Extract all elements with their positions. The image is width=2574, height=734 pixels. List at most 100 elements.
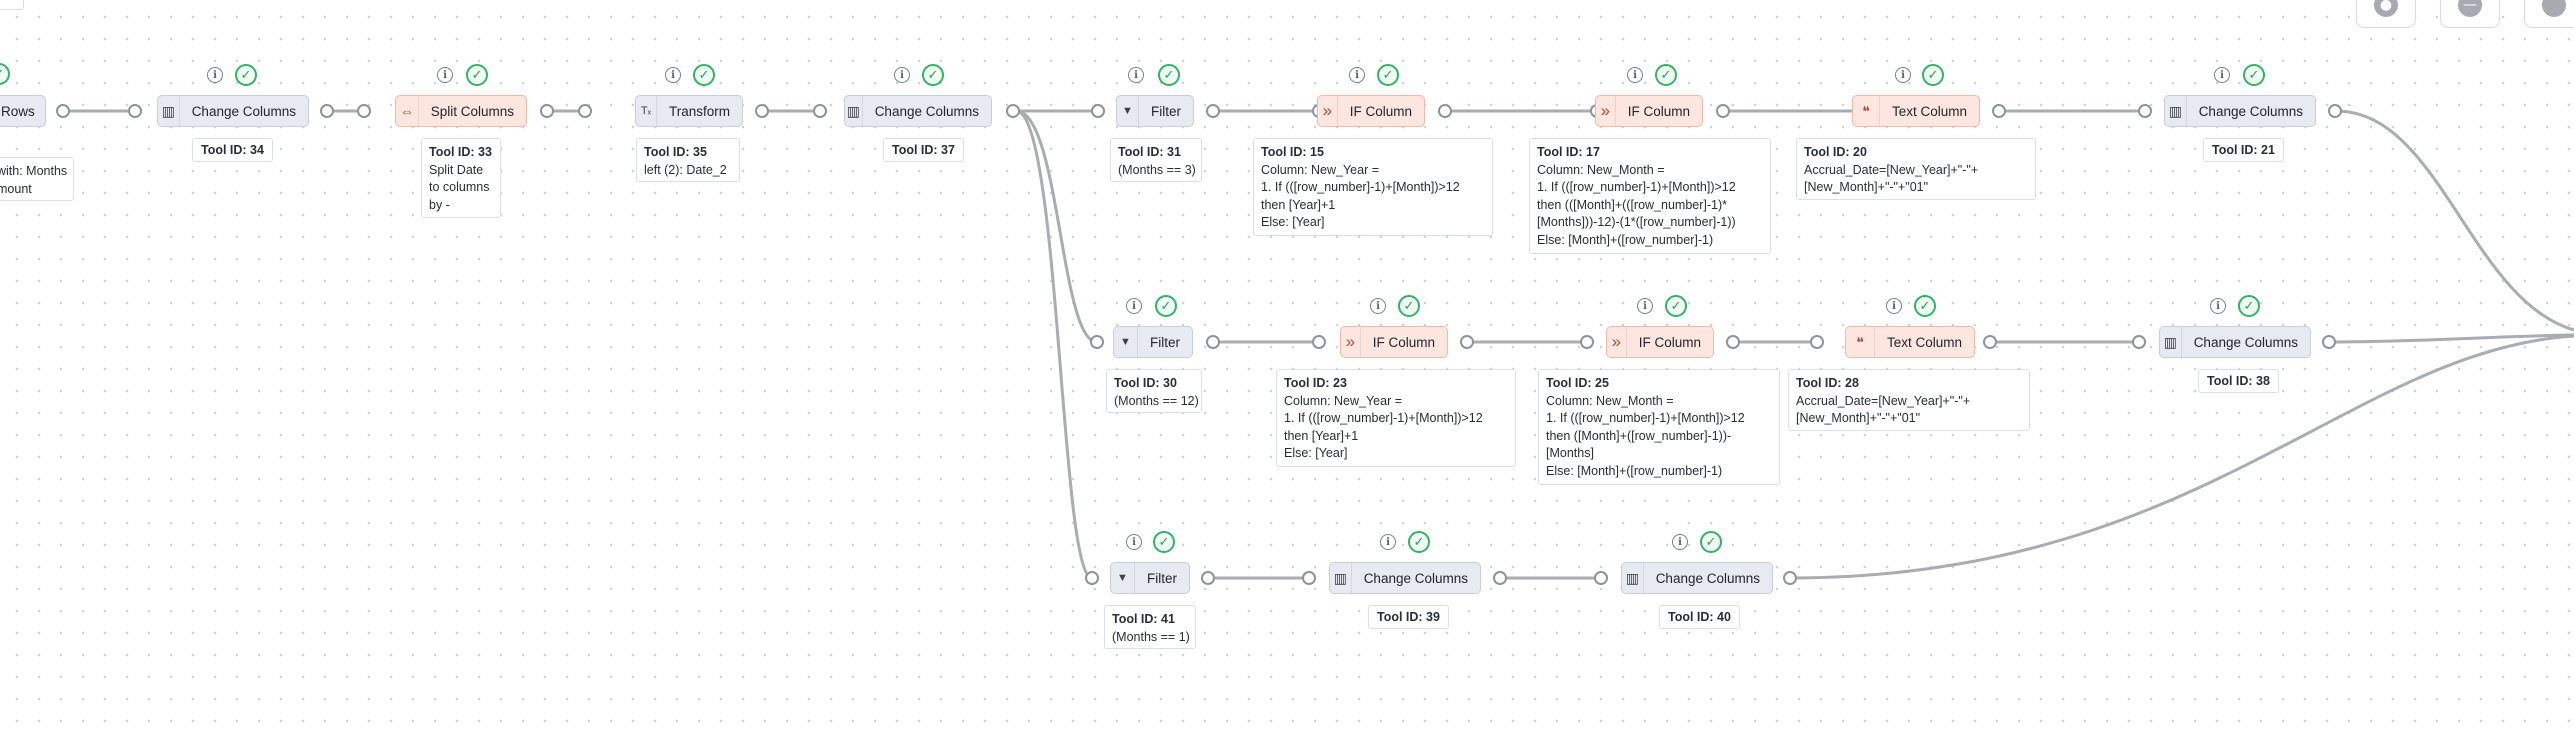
output-port[interactable]	[1438, 104, 1452, 118]
input-port[interactable]	[2132, 335, 2146, 349]
if-icon: »	[1607, 327, 1627, 357]
success-icon: ✓	[922, 64, 944, 86]
info-icon[interactable]: i	[2214, 67, 2230, 83]
map-toggle-button[interactable]	[2524, 0, 2574, 28]
success-icon: ✓	[1398, 295, 1420, 317]
output-port[interactable]	[755, 104, 769, 118]
tool-note: Tool ID: 25 Column: New_Month = 1. If ((…	[1538, 369, 1780, 485]
note-text: (Months == 3)	[1118, 162, 1196, 177]
node-filter-31[interactable]: ▼ Filter	[1116, 95, 1194, 127]
info-icon[interactable]: i	[1126, 298, 1142, 314]
info-icon[interactable]: i	[1637, 298, 1653, 314]
node-change-columns-37[interactable]: ▥ Change Columns	[844, 95, 992, 127]
info-icon[interactable]: i	[1126, 534, 1142, 550]
info-icon[interactable]: i	[1128, 67, 1144, 83]
output-port[interactable]	[540, 104, 554, 118]
node-change-columns-34[interactable]: ▥ Change Columns	[157, 95, 309, 127]
success-icon: ✓	[1377, 64, 1399, 86]
input-port[interactable]	[357, 104, 371, 118]
info-icon[interactable]: i	[1627, 67, 1643, 83]
node-label: Transform	[668, 103, 730, 119]
output-port[interactable]	[1206, 335, 1220, 349]
node-filter-30[interactable]: ▼ Filter	[1113, 326, 1193, 358]
input-port[interactable]	[813, 104, 827, 118]
info-icon[interactable]: i	[1895, 67, 1911, 83]
output-port[interactable]	[2328, 104, 2342, 118]
output-port[interactable]	[1726, 335, 1740, 349]
columns-icon: ▥	[845, 96, 863, 126]
tool-note-partial: with: Months mount	[0, 157, 74, 201]
output-port[interactable]	[1783, 571, 1797, 585]
success-icon: ✓	[1153, 531, 1175, 553]
node-if-column-25[interactable]: » IF Column	[1606, 326, 1714, 358]
node-change-columns-40[interactable]: ▥ Change Columns	[1621, 562, 1773, 594]
tool-id-label: Tool ID: 20	[1804, 145, 1867, 159]
node-rows[interactable]: Rows	[0, 95, 46, 127]
filter-icon: ▼	[1117, 96, 1139, 126]
note-text: (Months == 12)	[1114, 393, 1199, 408]
input-port[interactable]	[128, 104, 142, 118]
output-port[interactable]	[56, 104, 70, 118]
node-label: Change Columns	[1363, 570, 1468, 586]
tool-id-label: Tool ID: 39	[1368, 605, 1449, 629]
success-icon: ✓	[1922, 64, 1944, 86]
success-icon: ✓	[1700, 531, 1722, 553]
info-icon[interactable]: i	[1380, 534, 1396, 550]
node-change-columns-39[interactable]: ▥ Change Columns	[1329, 562, 1481, 594]
output-port[interactable]	[1983, 335, 1997, 349]
node-if-column-17[interactable]: » IF Column	[1595, 95, 1703, 127]
output-port[interactable]	[1206, 104, 1220, 118]
node-filter-41[interactable]: ▼ Filter	[1110, 562, 1190, 594]
zoom-in-button[interactable]: ●	[2356, 0, 2416, 28]
success-icon: ✓	[1155, 295, 1177, 317]
input-port[interactable]	[1302, 571, 1316, 585]
node-label: Rows	[1, 103, 35, 119]
node-text-column-28[interactable]: ❝ Text Column	[1845, 326, 1975, 358]
input-port[interactable]	[1580, 335, 1594, 349]
input-port[interactable]	[2138, 104, 2152, 118]
note-text: Accrual_Date=[New_Year]+"-"+ [New_Month]…	[1796, 393, 1971, 426]
input-port[interactable]	[1085, 571, 1099, 585]
output-port[interactable]	[1006, 104, 1020, 118]
tool-note: Tool ID: 33 Split Date to columns by -	[421, 138, 501, 218]
node-split-columns-33[interactable]: ⇔ Split Columns	[395, 95, 527, 127]
info-icon[interactable]: i	[1886, 298, 1902, 314]
input-port[interactable]	[578, 104, 592, 118]
info-icon[interactable]: i	[207, 67, 223, 83]
node-if-column-23[interactable]: » IF Column	[1340, 326, 1448, 358]
output-port[interactable]	[2322, 335, 2336, 349]
node-change-columns-38[interactable]: ▥ Change Columns	[2159, 326, 2311, 358]
info-icon[interactable]: i	[894, 67, 910, 83]
node-transform-35[interactable]: Tₓ Transform	[635, 95, 743, 127]
node-if-column-15[interactable]: » IF Column	[1317, 95, 1425, 127]
output-port[interactable]	[320, 104, 334, 118]
info-icon[interactable]: i	[1370, 298, 1386, 314]
info-icon[interactable]: i	[665, 67, 681, 83]
output-port[interactable]	[1493, 571, 1507, 585]
tool-id-label: Tool ID: 15	[1261, 145, 1324, 159]
success-icon: ✓	[693, 64, 715, 86]
output-port[interactable]	[1716, 104, 1730, 118]
info-icon[interactable]: i	[1349, 67, 1365, 83]
zoom-out-button[interactable]: —	[2440, 0, 2500, 28]
info-icon[interactable]: i	[2210, 298, 2226, 314]
input-port[interactable]	[1090, 335, 1104, 349]
input-port[interactable]	[1312, 335, 1326, 349]
info-icon[interactable]: i	[437, 67, 453, 83]
tool-id-label: Tool ID: 17	[1537, 145, 1600, 159]
canvas-badge	[0, 0, 24, 10]
input-port[interactable]	[1091, 104, 1105, 118]
output-port[interactable]	[1992, 104, 2006, 118]
node-change-columns-21[interactable]: ▥ Change Columns	[2164, 95, 2316, 127]
node-text-column-20[interactable]: ❝ Text Column	[1852, 95, 1980, 127]
success-icon: ✓	[466, 64, 488, 86]
info-icon[interactable]: i	[1672, 534, 1688, 550]
output-port[interactable]	[1201, 571, 1215, 585]
node-label: IF Column	[1638, 334, 1701, 350]
input-port[interactable]	[1810, 335, 1824, 349]
tool-note: Tool ID: 28 Accrual_Date=[New_Year]+"-"+…	[1788, 369, 2030, 431]
tool-note: Tool ID: 31 (Months == 3)	[1110, 138, 1202, 182]
output-port[interactable]	[1460, 335, 1474, 349]
input-port[interactable]	[1594, 571, 1608, 585]
